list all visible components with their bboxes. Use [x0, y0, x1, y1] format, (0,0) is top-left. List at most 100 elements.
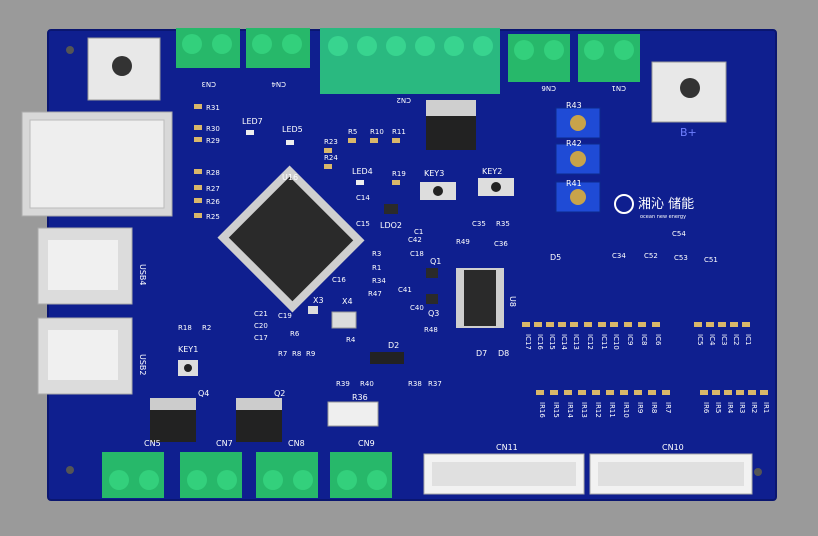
- smd-pad: [712, 390, 720, 395]
- smd-pad: [760, 390, 768, 395]
- smd-pad: [392, 180, 400, 185]
- xtal-x4: [331, 311, 357, 329]
- label-ic: IC4: [708, 334, 716, 346]
- label-component: C51: [704, 256, 718, 264]
- smd-pad: [610, 322, 618, 327]
- label-u16: U16: [282, 173, 298, 182]
- smd-pad: [194, 198, 202, 203]
- label-component: R38: [408, 380, 422, 388]
- smd-pad: [194, 185, 202, 190]
- label-component: C17: [254, 334, 268, 342]
- pot-r41: [555, 181, 601, 213]
- label-component: R2: [202, 324, 211, 332]
- label-ic: IC2: [732, 334, 740, 345]
- label-resistor: R5: [348, 128, 357, 136]
- smd-pad: [634, 390, 642, 395]
- transistor-q4: [150, 398, 196, 442]
- label-d2: D2: [388, 341, 399, 350]
- smd-pad: [736, 390, 744, 395]
- terminal-cn3: [176, 28, 240, 68]
- label-ldo2: LDO2: [380, 221, 402, 230]
- label-cn10: CN10: [662, 443, 684, 452]
- smd-pad: [570, 322, 578, 327]
- label-resistor: R10: [370, 128, 384, 136]
- label-component: C52: [644, 252, 658, 260]
- smd-pad: [392, 138, 400, 143]
- smd-pad: [742, 322, 750, 327]
- mount-hole: [66, 466, 74, 474]
- label-x3: X3: [313, 296, 324, 305]
- label-ir: IR3: [738, 402, 746, 413]
- label-cn7: CN7: [216, 439, 233, 448]
- smd-pad: [662, 390, 670, 395]
- label-cn11: CN11: [496, 443, 518, 452]
- smd-pad: [620, 390, 628, 395]
- label-component: R7: [278, 350, 287, 358]
- label-component: C20: [254, 322, 268, 330]
- smd-pad: [194, 213, 202, 218]
- smd-pad: [194, 169, 202, 174]
- label-led5: LED5: [282, 125, 303, 134]
- q1: [426, 268, 438, 278]
- smd-pad: [700, 390, 708, 395]
- label-u8: U8: [508, 296, 517, 307]
- label-component: C54: [672, 230, 686, 238]
- label-ir: IR8: [650, 402, 658, 413]
- smd-pad: [648, 390, 656, 395]
- label-ic: IC14: [560, 334, 568, 350]
- label-ic: IC17: [524, 334, 532, 350]
- label-ic: IC16: [536, 334, 544, 350]
- label-component: R35: [496, 220, 510, 228]
- misc-labels: C14C15C1C42C18R3R1R34R47C16C41C40C21C20C…: [178, 194, 718, 388]
- diode-d2: [370, 352, 404, 364]
- label-component: R9: [306, 350, 315, 358]
- label-component: C14: [356, 194, 370, 202]
- label-resistor: R23: [324, 138, 338, 146]
- label-component: C41: [398, 286, 412, 294]
- smd-pad: [546, 322, 554, 327]
- label-component: C53: [674, 254, 688, 262]
- terminal-cn6: [508, 34, 570, 82]
- label-cn2: CN2: [396, 96, 411, 104]
- label-ir: IR7: [664, 402, 672, 413]
- smd-pad: [194, 137, 202, 142]
- smd-pad: [584, 322, 592, 327]
- label-component: C19: [278, 312, 292, 320]
- label-component: R49: [456, 238, 470, 246]
- label-cn9: CN9: [358, 439, 375, 448]
- label-r42: R42: [566, 139, 582, 148]
- smd-pad: [578, 390, 586, 395]
- label-component: R4: [346, 336, 356, 344]
- label-component: C36: [494, 240, 508, 248]
- smd-pad: [370, 138, 378, 143]
- label-ic: IC9: [626, 334, 634, 345]
- label-ir: IR13: [580, 402, 588, 418]
- label-component: C42: [408, 236, 422, 244]
- label-ic: IC12: [586, 334, 594, 350]
- label-ir: IR5: [714, 402, 722, 413]
- label-led7: LED7: [242, 117, 263, 126]
- label-resistor: R30: [206, 125, 220, 133]
- usb-port-2: [37, 317, 133, 395]
- label-ic: IC11: [600, 334, 608, 350]
- label-ir: IR11: [608, 402, 616, 418]
- label-resistor: R24: [324, 154, 338, 162]
- label-ir: IR14: [566, 402, 574, 418]
- smd-pad: [724, 390, 732, 395]
- button-key2: [478, 178, 514, 196]
- smd-pad: [638, 322, 646, 327]
- header-cn10: [589, 453, 753, 495]
- brand-tagline: ocean new energy: [640, 214, 686, 220]
- smd-pad: [324, 164, 332, 169]
- label-ic: IC5: [696, 334, 704, 345]
- label-resistor: R26: [206, 198, 220, 206]
- smd-pad: [534, 322, 542, 327]
- mount-hole: [66, 46, 74, 54]
- smd-pad: [522, 322, 530, 327]
- smd-pad: [592, 390, 600, 395]
- label-cn1: CN1: [611, 84, 626, 92]
- smd-pad: [550, 390, 558, 395]
- smd-pad: [652, 322, 660, 327]
